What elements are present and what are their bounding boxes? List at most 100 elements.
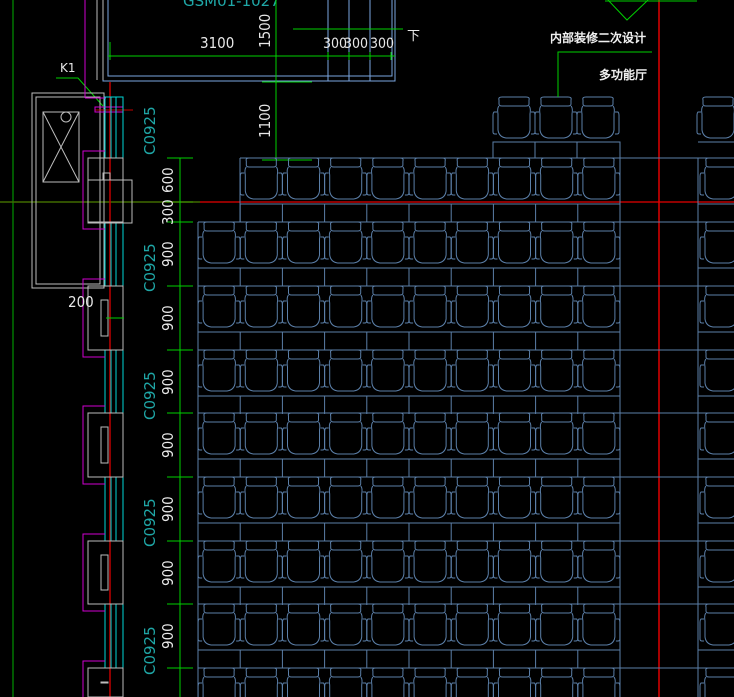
note-interior: 内部装修二次设计 (550, 30, 646, 45)
seat (535, 221, 579, 264)
seat (450, 667, 494, 697)
seat (450, 221, 494, 264)
seat (577, 285, 621, 328)
seat (577, 540, 621, 583)
seat (408, 412, 452, 455)
seat (282, 349, 325, 392)
seat (282, 540, 325, 583)
seat (534, 96, 578, 139)
column-slot (100, 681, 109, 684)
seat (197, 412, 241, 455)
seat (197, 667, 241, 697)
seat (366, 412, 410, 455)
dimension-label: 300 (159, 199, 177, 225)
seat (324, 540, 368, 583)
seat (493, 157, 536, 200)
stair-direction: 下 (407, 29, 420, 44)
dimension-label: 900 (159, 432, 177, 458)
seat (577, 221, 621, 264)
columns (82, 150, 133, 697)
note-leader (557, 51, 652, 97)
seat (408, 157, 452, 200)
seat (366, 157, 410, 200)
seat (239, 540, 283, 583)
seat (699, 349, 734, 392)
dim-300-a: 300 (323, 36, 347, 52)
seat (282, 157, 325, 200)
seat (239, 603, 283, 646)
seat (492, 96, 536, 139)
seat (450, 603, 494, 646)
seat (239, 221, 283, 264)
seat (577, 603, 621, 646)
seat (366, 540, 410, 583)
column (87, 157, 124, 223)
dimension-label: 900 (159, 369, 177, 395)
window-frame (104, 349, 124, 414)
seating-area (197, 96, 734, 697)
window-tag: C0925 (141, 243, 159, 292)
dimension-label: 900 (159, 241, 177, 267)
seat (493, 667, 536, 697)
seat (408, 285, 452, 328)
dim-300-b: 300 (344, 36, 368, 52)
seat (699, 285, 734, 328)
window-tag: C0925 (141, 626, 159, 675)
column-outline (82, 660, 105, 697)
elevator-shaft (31, 92, 105, 289)
seat (282, 221, 325, 264)
window-tag: C0925 (141, 106, 159, 155)
seat (450, 476, 494, 519)
level-marker[interactable] (607, 0, 649, 21)
seat (699, 540, 734, 583)
seat (239, 667, 283, 697)
seat (239, 157, 283, 200)
seat (699, 667, 734, 697)
seat (197, 476, 241, 519)
seat (282, 603, 325, 646)
seat (535, 603, 579, 646)
column-slot (100, 554, 109, 591)
seat (450, 540, 494, 583)
dim-200: 200 (68, 293, 94, 311)
seat (577, 476, 621, 519)
top-dimension (108, 0, 403, 161)
seat (576, 96, 620, 139)
seat-riser (492, 141, 621, 159)
seat (535, 349, 579, 392)
seat (535, 540, 579, 583)
seat (699, 412, 734, 455)
seat (450, 285, 494, 328)
window-frame (104, 603, 124, 669)
top-label: GSM01-1027 (183, 0, 280, 10)
seat (239, 412, 283, 455)
seat (239, 349, 283, 392)
seat (239, 285, 283, 328)
seat (450, 157, 494, 200)
dim-3100: 3100 (200, 34, 234, 52)
k1-leader (56, 77, 104, 107)
seat (282, 285, 325, 328)
seat (197, 349, 241, 392)
seat (324, 603, 368, 646)
seat (493, 603, 536, 646)
seat (197, 285, 241, 328)
seat (408, 603, 452, 646)
seat (324, 476, 368, 519)
seat (493, 221, 536, 264)
seat (366, 221, 410, 264)
window-frame (104, 476, 124, 542)
seat (450, 412, 494, 455)
seat (493, 476, 536, 519)
seat (366, 349, 410, 392)
dim-1100: 1100 (256, 104, 274, 138)
seat (366, 667, 410, 697)
seat (366, 476, 410, 519)
column-slot (100, 426, 109, 464)
seat (535, 157, 579, 200)
marker-k1: K1 (60, 61, 76, 75)
seat (699, 157, 734, 200)
seat (408, 667, 452, 697)
